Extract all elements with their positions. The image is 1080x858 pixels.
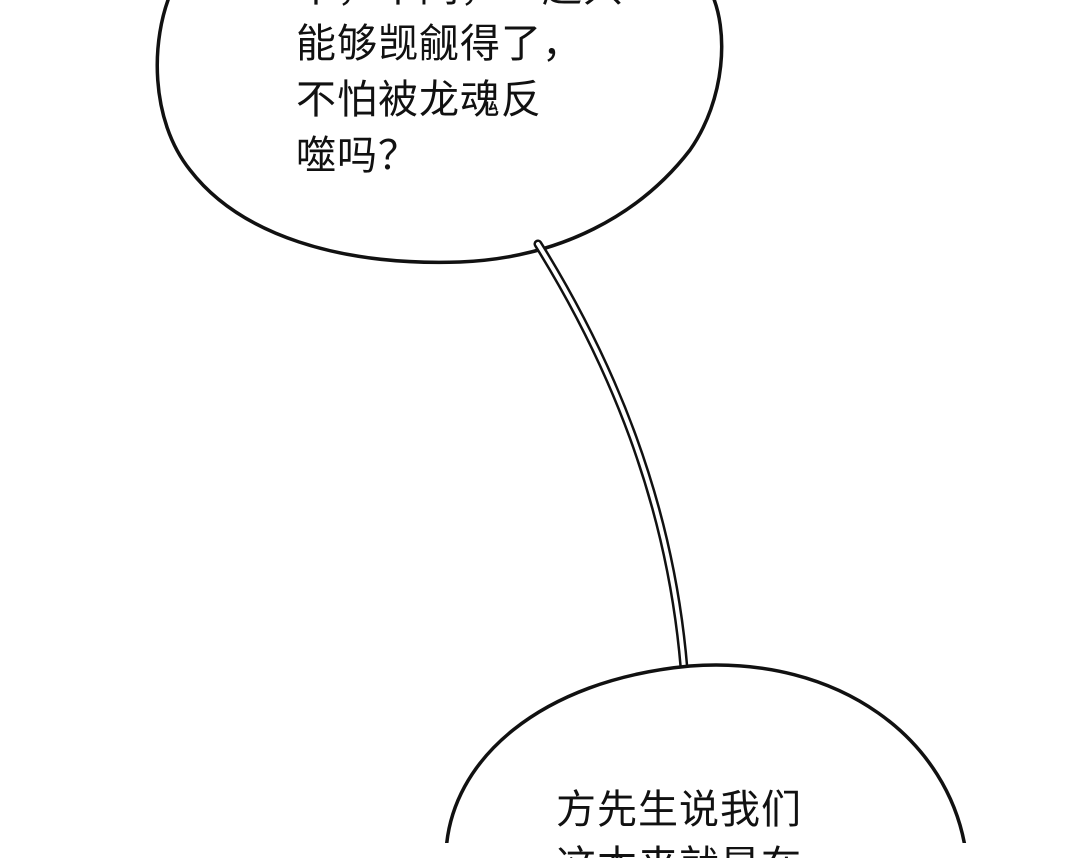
bubble-connector-outer [533, 239, 689, 673]
speech-bubble-bottom [445, 663, 966, 843]
top-bubble-text: 不，不同，一起只 能够觊觎得了， 不怕被龙魂反 噬吗？ [296, 0, 624, 184]
speech-bubble-top [155, 0, 724, 265]
top-bubble-line-2: 能够觊觎得了， [296, 21, 583, 67]
bottom-bubble-line-1: 方先生说我们 [556, 787, 802, 833]
bottom-bubble-text: 方先生说我们 这本来就是在 [556, 782, 802, 858]
top-bubble-line-3: 不怕被龙魂反 [296, 77, 542, 123]
bottom-bubble-line-2: 这本来就是在 [556, 838, 802, 858]
top-bubble-line-4: 噬吗？ [296, 133, 419, 179]
top-bubble-line-1: 不，不同，一起只 [296, 0, 624, 16]
bubble-connector-inner [536, 242, 686, 670]
